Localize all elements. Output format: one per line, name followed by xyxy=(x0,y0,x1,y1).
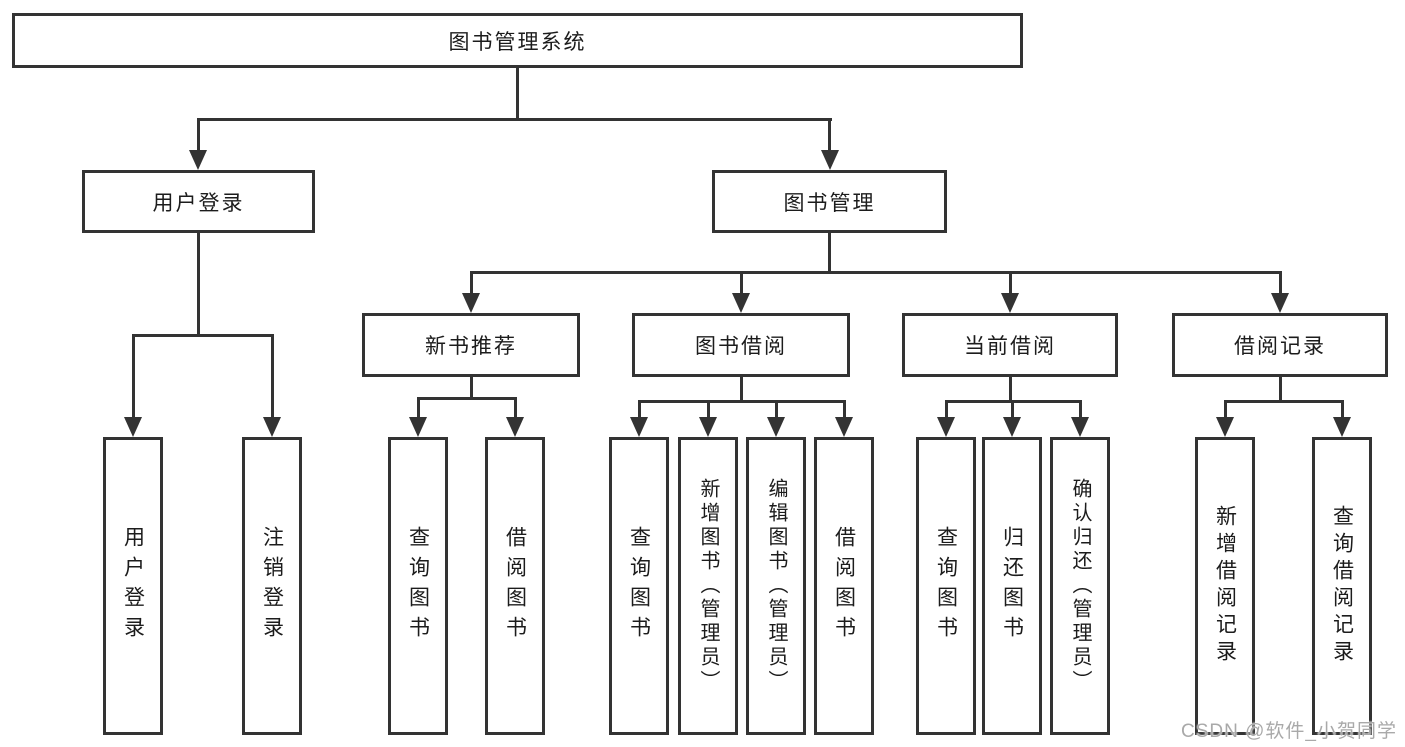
connector-nbr-drop-2 xyxy=(514,397,517,419)
node-borrowing-records-label: 借阅记录 xyxy=(1234,335,1326,358)
leaf-node-borrow-books-2-label: 借阅图书 xyxy=(832,526,856,646)
connector-user-login-drop-1 xyxy=(132,334,135,419)
arrowhead-borrow-books-2 xyxy=(835,417,853,437)
node-book-borrowing-label: 图书借阅 xyxy=(695,335,787,358)
leaf-node-borrow-books-1: 借阅图书 xyxy=(485,437,545,735)
connector-user-login-stem xyxy=(197,233,200,336)
leaf-node-edit-books-admin-label: 编辑图书（管理员） xyxy=(765,478,787,694)
connector-user-login-drop-2 xyxy=(271,334,274,419)
connector-bm-drop-2 xyxy=(740,271,743,295)
leaf-node-add-books-admin: 新增图书（管理员） xyxy=(678,437,738,735)
node-book-borrowing: 图书借阅 xyxy=(632,313,850,377)
connector-cb-drop-2 xyxy=(1011,400,1014,419)
connector-bb-drop-2 xyxy=(707,400,710,419)
arrowhead-query-books-1 xyxy=(409,417,427,437)
arrowhead-book-management xyxy=(821,150,839,170)
arrowhead-return-books xyxy=(1003,417,1021,437)
arrowhead-leaf-user-login xyxy=(124,417,142,437)
node-borrowing-records: 借阅记录 xyxy=(1172,313,1388,377)
leaf-node-query-books-3-label: 查询图书 xyxy=(934,526,958,646)
leaf-node-add-borrow-record: 新增借阅记录 xyxy=(1195,437,1255,735)
leaf-node-return-books: 归还图书 xyxy=(982,437,1042,735)
arrowhead-edit-books-admin xyxy=(767,417,785,437)
leaf-node-query-books-2-label: 查询图书 xyxy=(627,526,651,646)
leaf-node-edit-books-admin: 编辑图书（管理员） xyxy=(746,437,806,735)
connector-root-stem xyxy=(516,68,519,121)
leaf-node-borrow-books-2: 借阅图书 xyxy=(814,437,874,735)
connector-bb-stem xyxy=(740,377,743,403)
leaf-node-confirm-return-admin: 确认归还（管理员） xyxy=(1050,437,1110,735)
connector-br-bar xyxy=(1224,400,1344,403)
leaf-node-query-borrow-record: 查询借阅记录 xyxy=(1312,437,1372,735)
connector-nbr-stem xyxy=(470,377,473,400)
connector-cb-drop-1 xyxy=(945,400,948,419)
leaf-node-logout-label: 注销登录 xyxy=(260,526,284,646)
connector-book-management-bar xyxy=(470,271,1281,274)
connector-cb-drop-3 xyxy=(1079,400,1082,419)
connector-bb-drop-4 xyxy=(843,400,846,419)
leaf-node-query-borrow-record-label: 查询借阅记录 xyxy=(1330,505,1354,667)
arrowhead-current-borrowing xyxy=(1001,293,1019,313)
connector-bb-bar xyxy=(638,400,846,403)
root-node-label: 图书管理系统 xyxy=(448,30,587,54)
arrowhead-add-books-admin xyxy=(699,417,717,437)
leaf-node-borrow-books-1-label: 借阅图书 xyxy=(503,526,527,646)
arrowhead-borrow-books-1 xyxy=(506,417,524,437)
node-user-login-label: 用户登录 xyxy=(152,191,245,215)
connector-br-drop-1 xyxy=(1224,400,1227,419)
connector-bb-drop-3 xyxy=(775,400,778,419)
leaf-node-logout: 注销登录 xyxy=(242,437,302,735)
connector-user-login-bar xyxy=(132,334,274,337)
arrowhead-user-login xyxy=(189,150,207,170)
connector-bm-drop-4 xyxy=(1279,271,1282,295)
connector-bm-drop-3 xyxy=(1009,271,1012,295)
arrowhead-confirm-return-admin xyxy=(1071,417,1089,437)
leaf-node-return-books-label: 归还图书 xyxy=(1000,526,1024,646)
leaf-node-query-books-2: 查询图书 xyxy=(609,437,669,735)
node-new-book-recommend: 新书推荐 xyxy=(362,313,580,377)
leaf-node-user-login: 用户登录 xyxy=(103,437,163,735)
connector-br-drop-2 xyxy=(1341,400,1344,419)
arrowhead-add-borrow-record xyxy=(1216,417,1234,437)
leaf-node-query-books-1: 查询图书 xyxy=(388,437,448,735)
node-user-login: 用户登录 xyxy=(82,170,315,233)
node-book-management-label: 图书管理 xyxy=(783,191,876,215)
node-book-management: 图书管理 xyxy=(712,170,947,233)
connector-bm-drop-1 xyxy=(470,271,473,295)
connector-cb-stem xyxy=(1009,377,1012,403)
arrowhead-query-books-3 xyxy=(937,417,955,437)
node-current-borrowing-label: 当前借阅 xyxy=(964,335,1056,358)
connector-book-management-stem xyxy=(828,233,831,274)
leaf-node-query-books-3: 查询图书 xyxy=(916,437,976,735)
node-current-borrowing: 当前借阅 xyxy=(902,313,1118,377)
arrowhead-book-borrowing xyxy=(732,293,750,313)
connector-br-stem xyxy=(1279,377,1282,403)
connector-bb-drop-1 xyxy=(638,400,641,419)
leaf-node-confirm-return-admin-label: 确认归还（管理员） xyxy=(1069,478,1091,694)
leaf-node-add-books-admin-label: 新增图书（管理员） xyxy=(697,478,719,694)
arrowhead-query-books-2 xyxy=(630,417,648,437)
arrowhead-leaf-logout xyxy=(263,417,281,437)
connector-root-drop-right xyxy=(828,118,831,152)
leaf-node-user-login-label: 用户登录 xyxy=(121,526,145,646)
csdn-watermark: CSDN @软件_小贺同学 xyxy=(1181,721,1397,742)
arrowhead-new-book-recommend xyxy=(462,293,480,313)
arrowhead-query-borrow-record xyxy=(1333,417,1351,437)
connector-root-drop-left xyxy=(197,118,200,152)
connector-root-bar xyxy=(197,118,832,121)
connector-nbr-drop-1 xyxy=(417,397,420,419)
arrowhead-borrowing-records xyxy=(1271,293,1289,313)
leaf-node-add-borrow-record-label: 新增借阅记录 xyxy=(1213,505,1237,667)
leaf-node-query-books-1-label: 查询图书 xyxy=(406,526,430,646)
node-new-book-recommend-label: 新书推荐 xyxy=(425,335,517,358)
connector-nbr-bar xyxy=(417,397,517,400)
root-node-library-management-system: 图书管理系统 xyxy=(12,13,1023,68)
